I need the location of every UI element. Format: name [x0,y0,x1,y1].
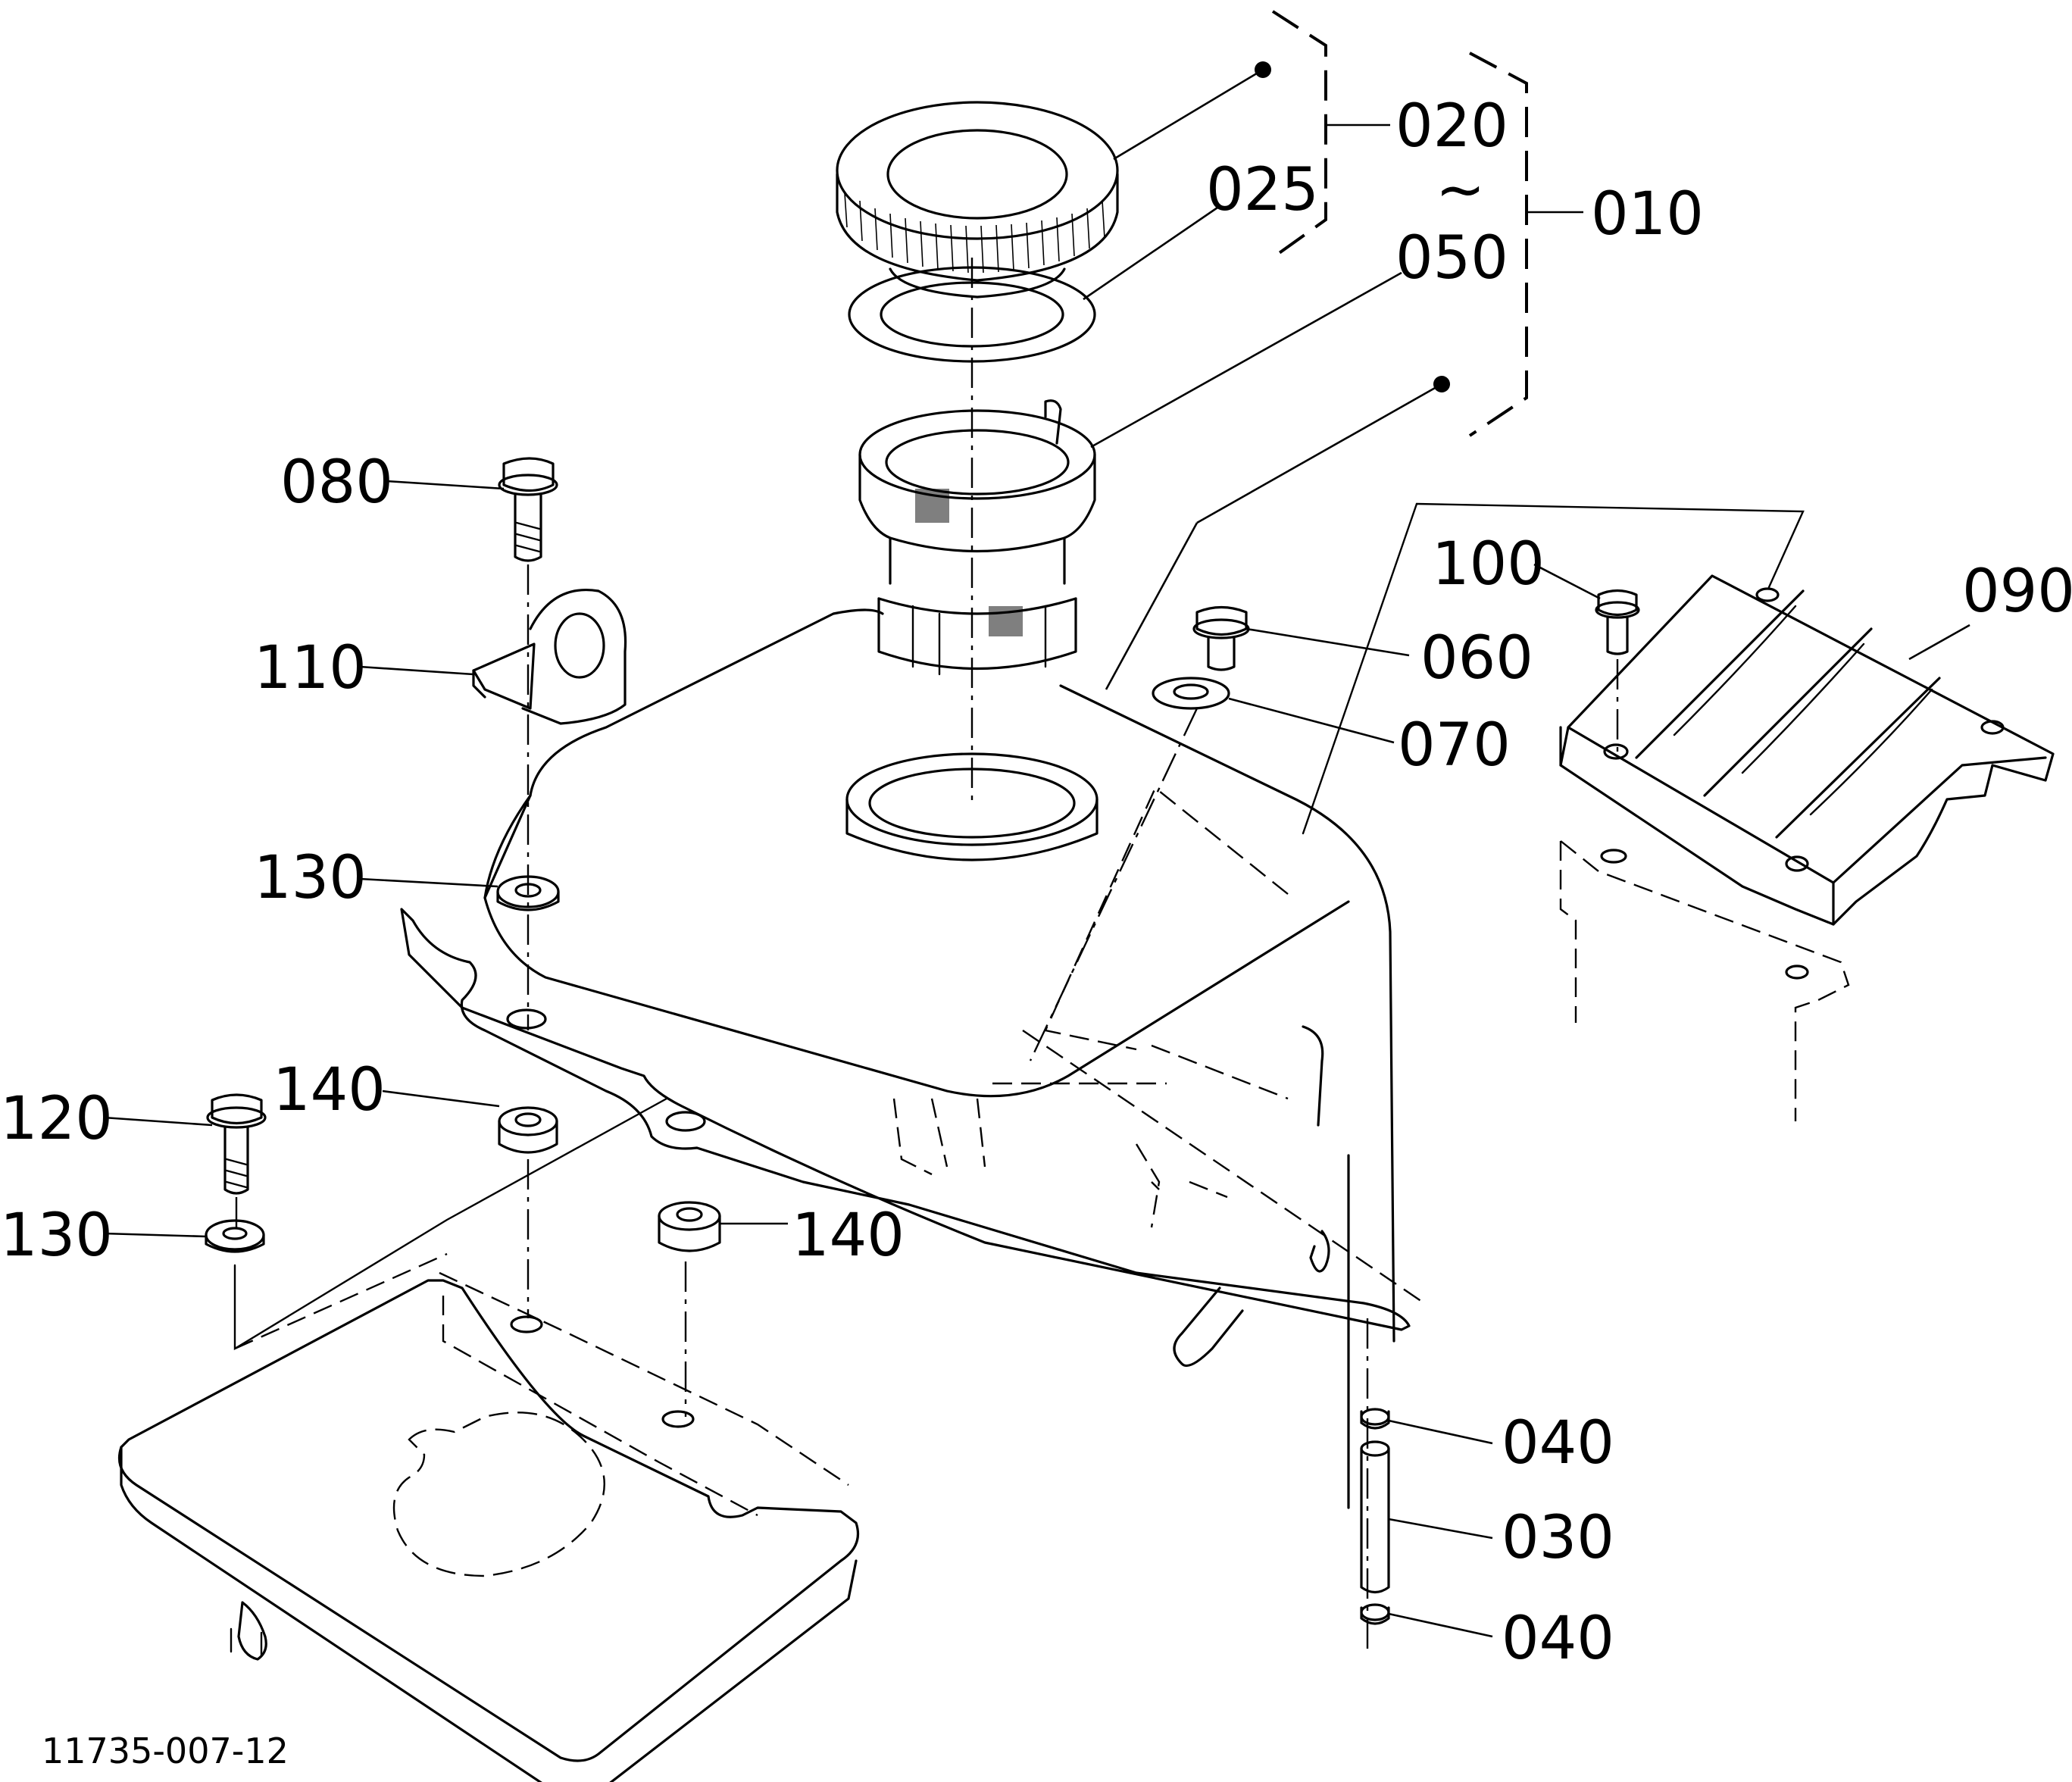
clamp-040-top [1360,1408,1390,1430]
mounting-plate [117,1279,860,1782]
spacer-140-bottom [658,1201,721,1252]
callout-080: 080 [280,449,393,517]
engine-frame [1559,840,1850,1121]
bolt-080 [498,457,558,562]
bracket-090-link [1302,502,1418,835]
fuel-cap [836,101,1119,299]
clamp-040-bottom [1360,1603,1390,1625]
leader-lines [103,68,1970,1638]
hidden-edge-2 [992,1044,1289,1100]
washer-070 [1152,677,1230,710]
callout-140-bottom: 140 [792,1202,905,1270]
callout-050: 050 [1395,224,1508,292]
bracket-110 [472,589,627,725]
callout-040-top: 040 [1502,1409,1614,1477]
fuel-tank [400,608,1425,1368]
callout-140-top: 140 [273,1056,386,1124]
callout-010: 010 [1591,180,1704,249]
callout-040-bottom: 040 [1502,1605,1614,1673]
callout-070: 070 [1398,711,1511,780]
bolt-060-axis [1029,708,1199,1061]
fuel-strainer [858,399,1096,676]
drawing-reference-number: 11735-007-12 [42,1730,289,1771]
bolt-120-leader-path [233,1097,668,1351]
callout-100: 100 [1432,530,1545,599]
bolt-120 [206,1093,267,1195]
hidden-edge-1 [1044,786,1289,1051]
callout-130-bottom: 130 [0,1202,113,1270]
bolt-060 [1192,605,1250,671]
callout-120: 120 [0,1085,113,1153]
bolt-100 [1595,589,1640,655]
hose-030 [1360,1440,1390,1594]
bracket-090 [1559,574,2055,926]
plate-hidden-edge [439,1271,849,1486]
callout-090: 090 [1962,558,2072,626]
callout-030: 030 [1502,1504,1614,1572]
callout-range-tilde: ~ [1436,156,1486,224]
bracket-090-leader-path [1415,502,1805,589]
washer-130-bottom [205,1219,265,1253]
washer-130-top [496,875,560,911]
spacer-140-top [498,1106,558,1154]
callout-110: 110 [254,634,367,702]
bolt-120-hidden [234,1252,448,1350]
callout-060: 060 [1420,624,1533,692]
group-bracket-020-050 [1271,10,1390,259]
callout-025: 025 [1206,156,1319,224]
callout-130-top: 130 [254,844,367,912]
group-bracket-010 [1468,52,1583,437]
callout-020: 020 [1395,92,1508,161]
